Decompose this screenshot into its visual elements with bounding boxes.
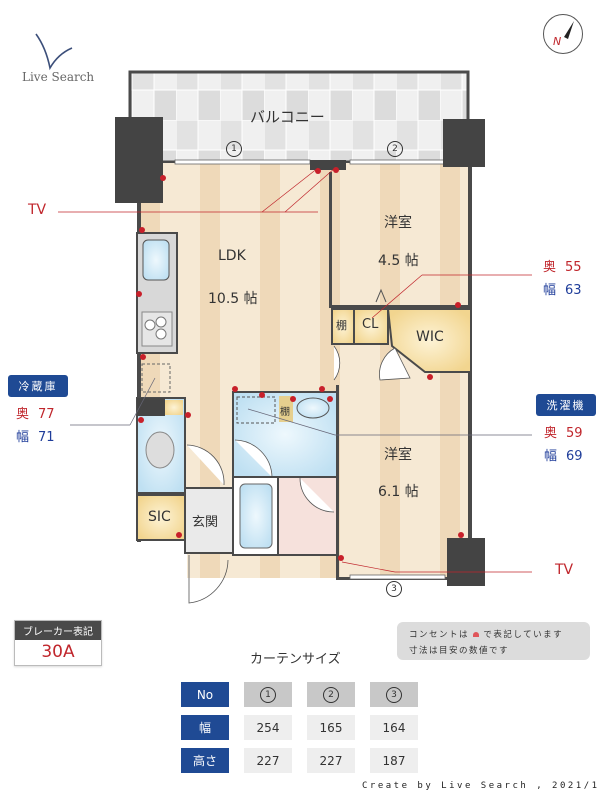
table-row: 高さ 227 227 187 bbox=[181, 748, 433, 773]
compass-icon: N bbox=[543, 14, 583, 54]
header-no: No bbox=[181, 682, 229, 707]
column-1: 1 bbox=[260, 686, 276, 703]
room-western2-name: 洋室 bbox=[384, 447, 412, 463]
floor-plan bbox=[58, 70, 532, 605]
breaker-box: ブレーカー表記 30A bbox=[14, 620, 102, 666]
washer-tag: 洗濯機 bbox=[536, 394, 596, 416]
width-2: 165 bbox=[307, 715, 355, 740]
wic-label: WIC bbox=[416, 329, 444, 345]
room-ldk-size: 10.5 帖 bbox=[208, 291, 258, 307]
window-marker-3: 3 bbox=[386, 581, 402, 597]
curtain-size-title: カーテンサイズ bbox=[250, 652, 341, 667]
header-height: 高さ bbox=[181, 748, 229, 773]
room-ldk-name: LDK bbox=[218, 248, 246, 264]
column-3: 3 bbox=[386, 686, 402, 703]
height-2: 227 bbox=[307, 748, 355, 773]
height-1: 227 bbox=[244, 748, 292, 773]
tv-label-western2: TV bbox=[555, 562, 574, 578]
breaker-title: ブレーカー表記 bbox=[15, 621, 101, 640]
window-marker-2: 2 bbox=[387, 141, 403, 157]
curtain-size-table: No 1 2 3 幅 254 165 164 高さ 227 227 187 bbox=[181, 682, 433, 781]
tv-label-ldk: TV bbox=[28, 202, 47, 218]
legend-note: コンセントは で表記しています 寸法は目安の数値です bbox=[397, 622, 590, 660]
column-2: 2 bbox=[323, 686, 339, 703]
height-3: 187 bbox=[370, 748, 418, 773]
table-row: 幅 254 165 164 bbox=[181, 715, 433, 740]
room-western1-size: 4.5 帖 bbox=[378, 253, 419, 269]
shelf-label: 棚 bbox=[336, 319, 347, 332]
fridge-tag: 冷蔵庫 bbox=[8, 375, 68, 397]
room-balcony: バルコニー bbox=[250, 108, 325, 126]
header-width: 幅 bbox=[181, 715, 229, 740]
entrance-label: 玄関 bbox=[192, 515, 219, 530]
brand-logo-text: Live Search bbox=[22, 70, 95, 84]
svg-text:N: N bbox=[553, 35, 561, 48]
room-western2-size: 6.1 帖 bbox=[378, 484, 419, 500]
outlet-marker-icon bbox=[473, 632, 480, 637]
closet-label: CL bbox=[362, 317, 379, 332]
logo-mark-icon bbox=[35, 33, 73, 71]
width-1: 254 bbox=[244, 715, 292, 740]
width-3: 164 bbox=[370, 715, 418, 740]
room-western1-name: 洋室 bbox=[384, 215, 412, 231]
table-row: No 1 2 3 bbox=[181, 682, 433, 707]
window-marker-1: 1 bbox=[226, 141, 242, 157]
sic-label: SIC bbox=[148, 509, 171, 525]
shelf-label-2: 棚 bbox=[280, 407, 290, 418]
breaker-value: 30A bbox=[15, 640, 101, 665]
credit-text: Create by Live Search , 2021/1 bbox=[362, 781, 600, 791]
